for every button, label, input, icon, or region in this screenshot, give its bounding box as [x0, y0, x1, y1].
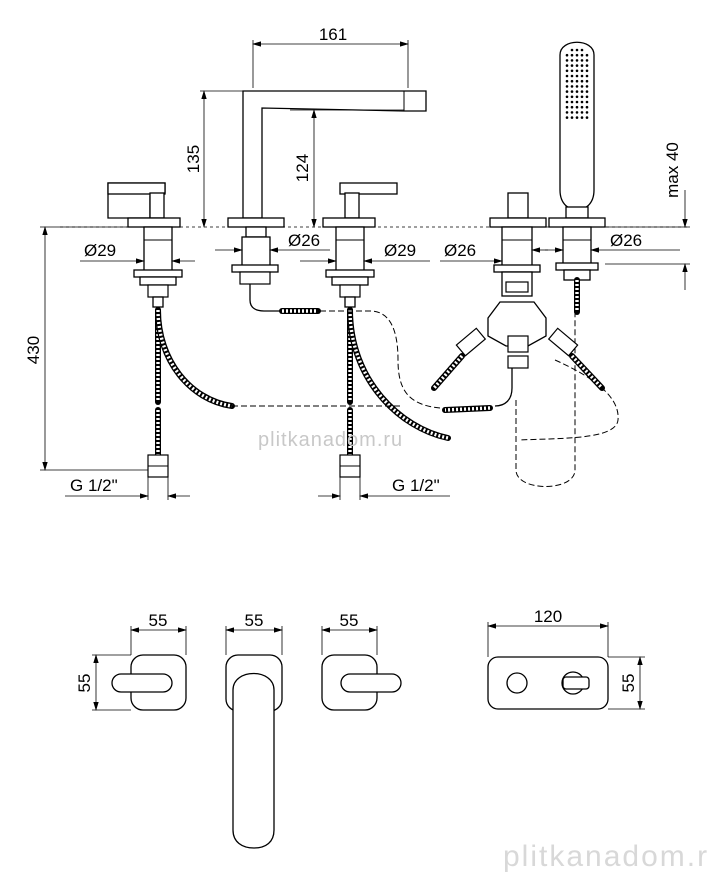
hand-shower: [548, 41, 606, 315]
diverter: [431, 192, 605, 413]
plan-spout: [225, 654, 283, 849]
spout: [227, 90, 427, 314]
shower-spray-holes: [565, 48, 589, 119]
dim-dia-handshower: Ø26: [610, 231, 642, 250]
left-hoses: [147, 307, 235, 478]
plan-right-handle: [321, 654, 402, 711]
dimension-lines: [40, 40, 690, 500]
dim-plan-width-right: 55: [340, 611, 359, 630]
dim-spout-height: 135: [184, 145, 203, 173]
plan-left-handle: [111, 654, 187, 711]
dim-plan-width-diverter: 120: [534, 607, 562, 626]
dim-dia-diverter: Ø26: [444, 241, 476, 260]
dim-plan-width-left: 55: [149, 611, 168, 630]
plan-dimension-lines: [92, 622, 645, 711]
dim-handshower-max: max 40: [663, 142, 682, 198]
plan-diverter-plate: [487, 656, 609, 710]
right-hoses: [339, 307, 451, 478]
dim-spout-outlet-height: 124: [293, 154, 312, 182]
dim-dia-spout: Ø26: [288, 231, 320, 250]
left-handle-valve: [107, 182, 183, 308]
dim-dia-left-handle: Ø29: [84, 241, 116, 260]
dim-plan-height-diverter: 55: [619, 674, 638, 693]
dim-total-length: 430: [24, 336, 43, 364]
dim-thread-right: G 1/2": [392, 476, 440, 495]
dim-plan-height-left: 55: [75, 674, 94, 693]
dim-thread-left: G 1/2": [70, 476, 118, 495]
watermark-center: plitkanadom.ru: [258, 429, 403, 451]
dim-plan-width-spout: 55: [245, 611, 264, 630]
dim-spout-reach: 161: [319, 25, 347, 44]
dim-dia-right-handle: Ø29: [384, 241, 416, 260]
watermark-bottom: plitkanadom.ru: [503, 840, 707, 873]
right-handle-valve: [322, 182, 398, 308]
